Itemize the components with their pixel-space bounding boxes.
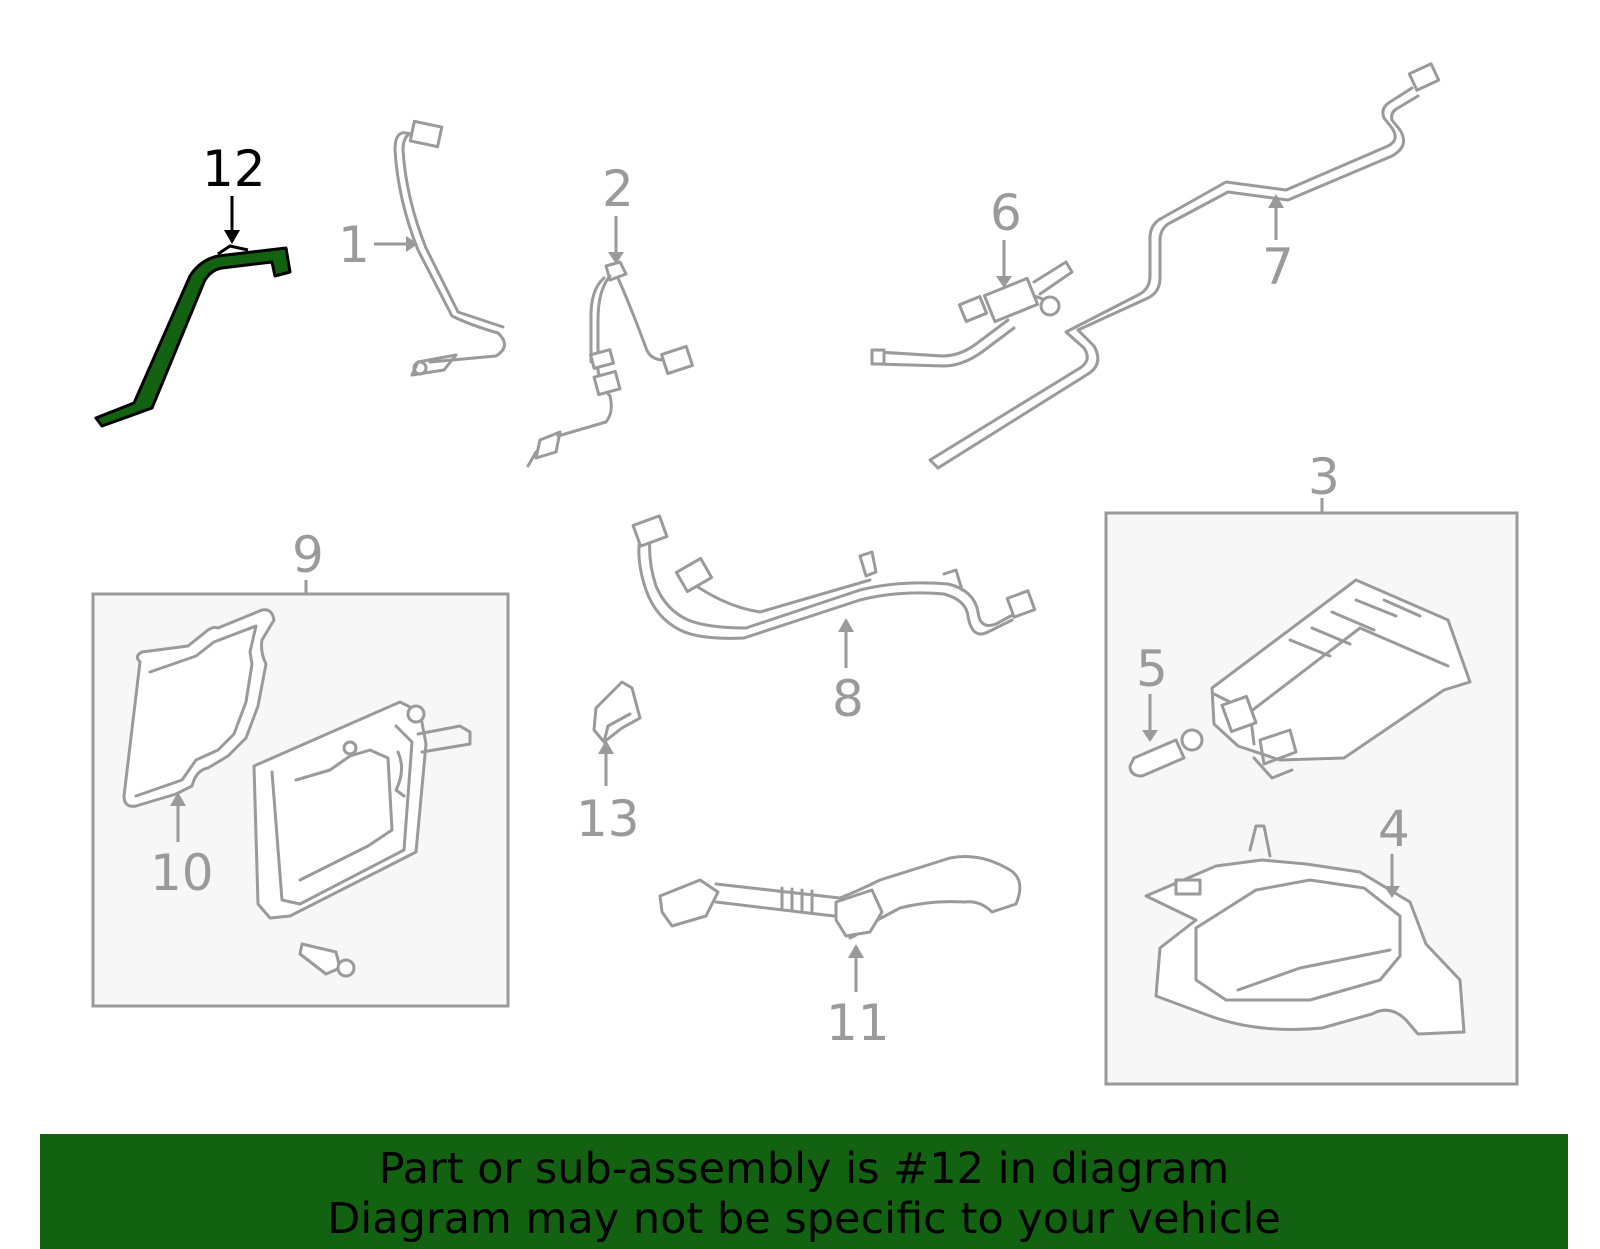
callout-5[interactable]: 5 — [1136, 640, 1168, 698]
callout-4[interactable]: 4 — [1378, 800, 1410, 858]
part-13-sensor[interactable] — [592, 680, 642, 744]
callout-11[interactable]: 11 — [826, 994, 890, 1052]
arrow-10 — [170, 792, 186, 842]
callout-8[interactable]: 8 — [832, 670, 864, 728]
arrow-2 — [608, 216, 624, 264]
part-5-valve[interactable] — [1128, 728, 1204, 778]
arrow-12 — [224, 196, 240, 244]
arrow-8 — [838, 618, 854, 668]
callout-9[interactable]: 9 — [292, 526, 324, 584]
part-6-purge-valve[interactable] — [870, 260, 1074, 368]
part-8-harness[interactable] — [631, 514, 1037, 640]
arrow-1 — [374, 236, 418, 252]
part-7-vapor-tube[interactable] — [928, 62, 1441, 470]
part-9-ecm-bracket[interactable] — [252, 700, 472, 978]
banner-line-part-number: Part or sub-assembly is #12 in diagram — [378, 1144, 1230, 1194]
part-1-oxygen-sensor[interactable] — [393, 119, 506, 377]
callout-10[interactable]: 10 — [150, 844, 214, 902]
callout-2[interactable]: 2 — [602, 160, 634, 218]
part-11-hose[interactable] — [658, 855, 1022, 940]
callout-13[interactable]: 13 — [576, 790, 640, 848]
callout-12[interactable]: 12 — [202, 140, 266, 198]
arrow-6 — [996, 240, 1012, 288]
part-12-hose[interactable] — [94, 244, 292, 428]
arrow-11 — [848, 944, 864, 992]
part-2-oxygen-sensor[interactable] — [526, 260, 694, 468]
arrow-4 — [1384, 854, 1400, 898]
banner-line-disclaimer: Diagram may not be specific to your vehi… — [327, 1194, 1281, 1244]
callout-6[interactable]: 6 — [990, 184, 1022, 242]
arrow-7 — [1268, 194, 1284, 240]
info-banner: Part or sub-assembly is #12 in diagram D… — [40, 1134, 1568, 1249]
arrow-5 — [1142, 694, 1158, 742]
part-3-canister[interactable] — [1210, 578, 1472, 780]
callout-3[interactable]: 3 — [1308, 448, 1340, 506]
part-10-gasket[interactable] — [122, 608, 276, 808]
part-4-shield[interactable] — [1144, 824, 1466, 1036]
arrow-13 — [598, 740, 614, 786]
callout-7[interactable]: 7 — [1262, 238, 1294, 296]
callout-1[interactable]: 1 — [338, 216, 370, 274]
